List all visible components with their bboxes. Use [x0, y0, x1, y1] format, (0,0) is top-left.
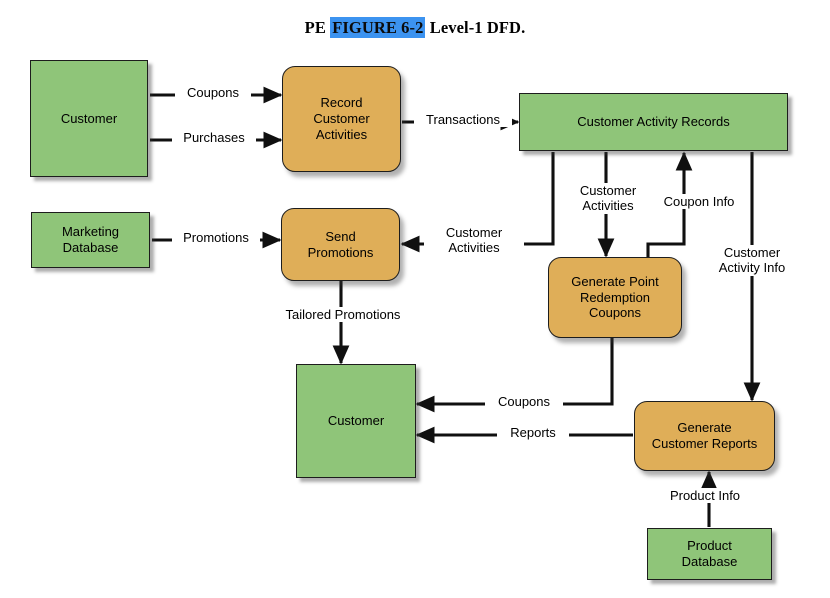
flow-label-coupons-out: Coupons: [485, 394, 563, 410]
datastore-customer-activity-records[interactable]: Customer Activity Records: [519, 93, 788, 151]
entity-customer-bottom-label: Customer: [327, 413, 385, 429]
flow-label-coupon-info: Coupon Info: [655, 194, 743, 210]
flow-line-coupons-out: [415, 338, 614, 413]
datastore-customer-activity-records-label: Customer Activity Records: [577, 114, 730, 130]
figure-title-suffix: Level-1 DFD.: [425, 18, 526, 37]
flow-label-tailored-promotions: Tailored Promotions: [272, 307, 414, 323]
entity-customer-bottom[interactable]: Customer: [296, 364, 416, 478]
figure-number-highlight: FIGURE 6-2: [330, 17, 426, 38]
flow-label-promotions: Promotions: [172, 230, 260, 246]
flow-label-transactions: Transactions: [414, 112, 512, 128]
flow-label-purchases: Purchases: [172, 130, 256, 146]
entity-customer-top-label: Customer: [60, 110, 118, 126]
flow-label-coupons-in: Coupons: [175, 85, 251, 101]
figure-title-prefix: PE: [304, 18, 331, 37]
entity-customer-top[interactable]: Customer: [30, 60, 148, 177]
flow-label-product-info: Product Info: [655, 488, 755, 504]
figure-title: PE FIGURE 6-2 Level-1 DFD.: [0, 17, 830, 38]
flow-label-reports: Reports: [497, 425, 569, 441]
